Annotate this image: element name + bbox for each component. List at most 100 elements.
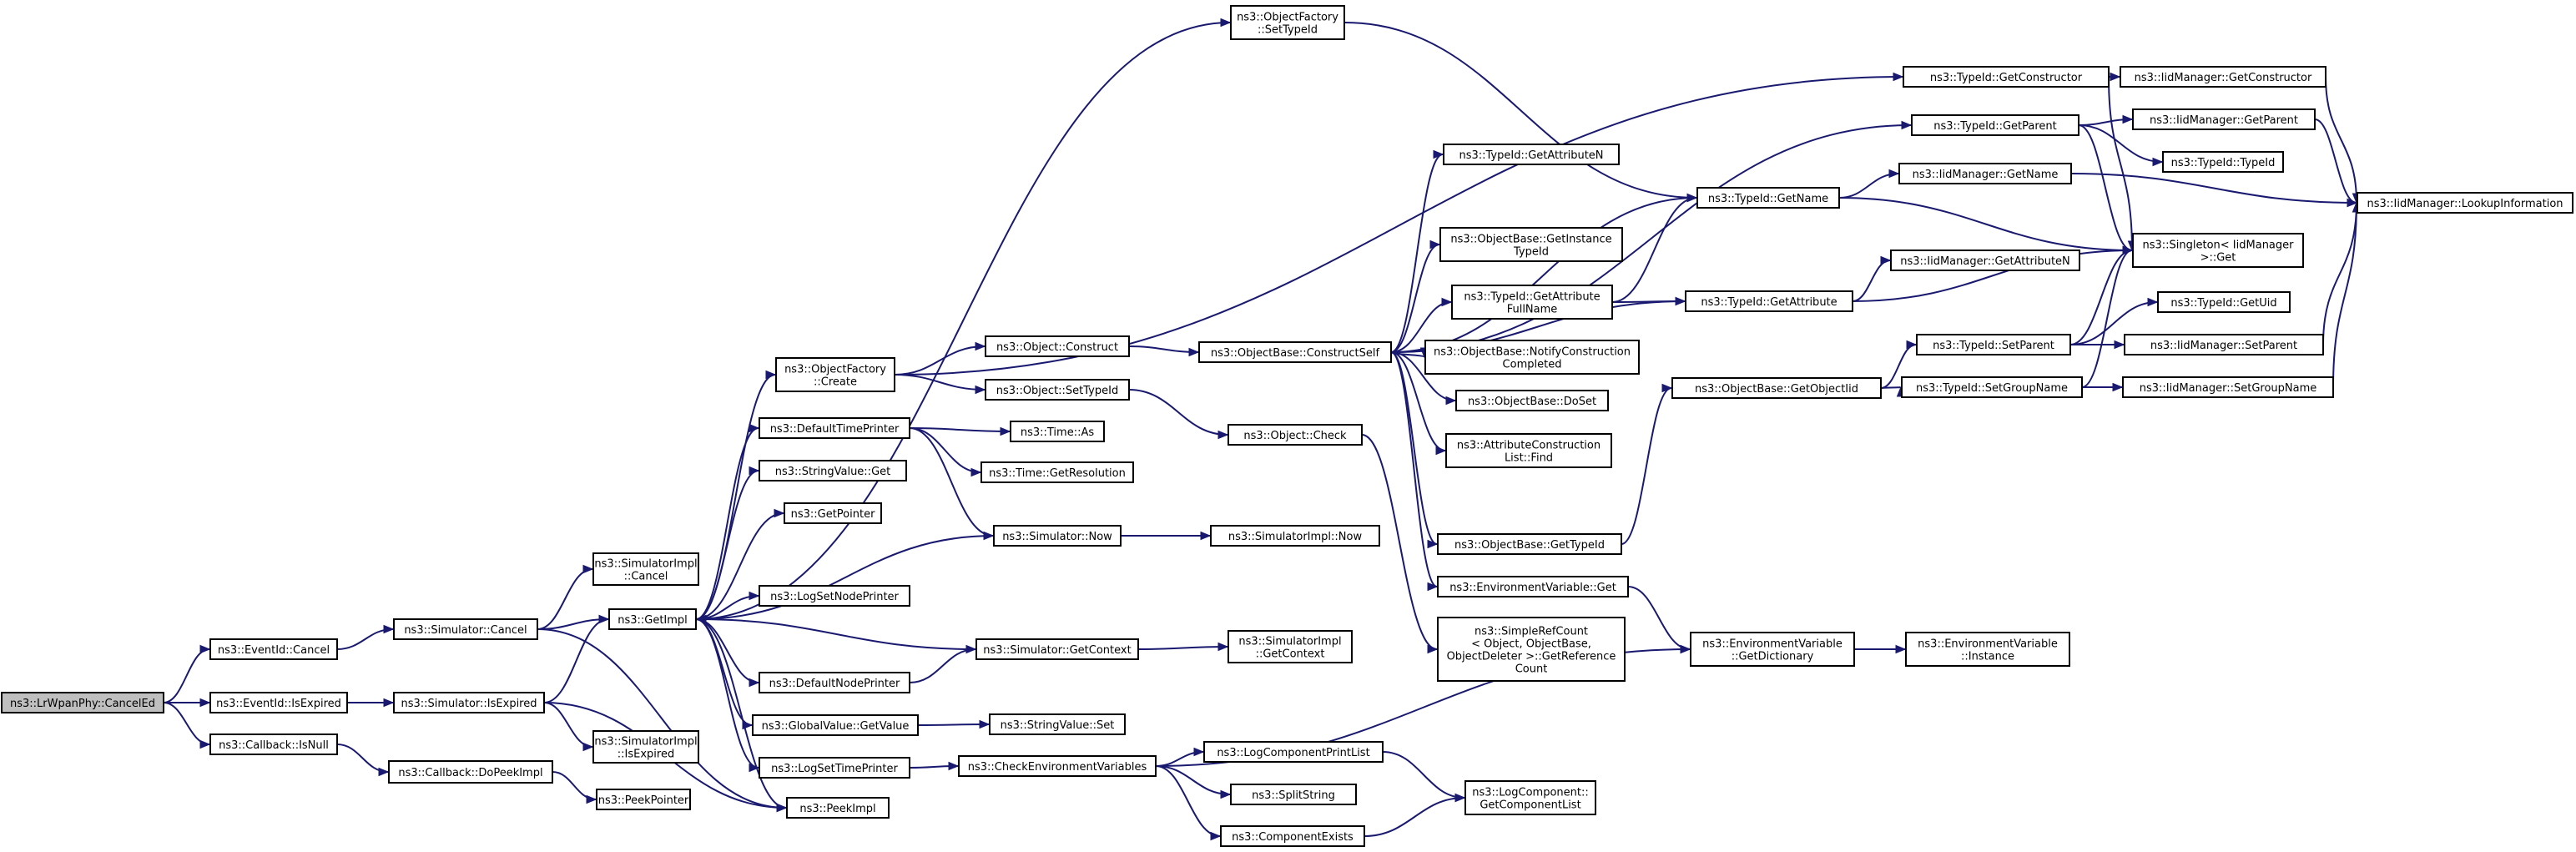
function-node[interactable]: ns3::PeekImpl bbox=[786, 797, 890, 819]
node-label: ns3::TypeId::GetConstructor bbox=[1930, 72, 2083, 84]
node-box bbox=[209, 734, 338, 755]
function-node[interactable]: ns3::ObjectBase::DoSet bbox=[1455, 390, 1609, 411]
arrowhead bbox=[378, 767, 390, 777]
function-node[interactable]: ns3::StringValue::Get bbox=[759, 460, 907, 481]
function-node[interactable]: ns3::EnvironmentVariable::Instance bbox=[1905, 632, 2070, 667]
node-box bbox=[786, 797, 890, 819]
arrowhead bbox=[1441, 297, 1453, 307]
function-node[interactable]: ns3::Callback::DoPeekImpl bbox=[388, 760, 553, 784]
function-node[interactable]: ns3::Callback::IsNull bbox=[209, 734, 338, 755]
function-node[interactable]: ns3::LogComponentPrintList bbox=[1203, 741, 1384, 763]
function-node[interactable]: ns3::SplitString bbox=[1230, 784, 1357, 805]
function-node[interactable]: ns3::StringValue::Set bbox=[989, 713, 1126, 735]
function-node[interactable]: ns3::Simulator::Cancel bbox=[393, 618, 538, 640]
call-edge bbox=[695, 22, 1231, 620]
node-label: ns3::TypeId::GetAttributeN bbox=[1459, 149, 1603, 162]
function-node[interactable]: ns3::CheckEnvironmentVariables bbox=[958, 755, 1157, 777]
function-node[interactable]: ns3::SimulatorImpl::Cancel bbox=[592, 552, 699, 586]
function-node[interactable]: ns3::IidManager::GetAttributeN bbox=[1890, 250, 2080, 271]
function-node[interactable]: ns3::EventId::Cancel bbox=[209, 638, 338, 660]
call-nodes: ns3::LrWpanPhy::CancelEd ns3::EventId::Ca… bbox=[1, 5, 2573, 847]
node-label: ns3::CheckEnvironmentVariables bbox=[968, 761, 1147, 774]
function-node[interactable]: ns3::TypeId::GetConstructor bbox=[1903, 66, 2110, 88]
arrowhead bbox=[1217, 430, 1229, 440]
function-node[interactable]: ns3::Object::Construct bbox=[985, 335, 1130, 357]
function-node[interactable]: ns3::SimpleRefCount< Object, ObjectBase,… bbox=[1437, 617, 1626, 682]
node-box bbox=[759, 585, 910, 607]
function-node[interactable]: ns3::DefaultNodePrinter bbox=[759, 672, 910, 693]
function-node[interactable]: ns3::TypeId::SetParent bbox=[1916, 334, 2071, 355]
arrowhead bbox=[1454, 793, 1466, 803]
function-node[interactable]: ns3::LogComponent::GetComponentList bbox=[1464, 780, 1596, 815]
function-node[interactable]: ns3::TypeId::GetParent bbox=[1911, 114, 2079, 136]
function-node[interactable]: ns3::GetPointer bbox=[784, 502, 882, 524]
call-edge bbox=[336, 744, 389, 773]
node-label: ns3::ComponentExists bbox=[1232, 831, 1354, 844]
root-node-box bbox=[1, 692, 164, 713]
node-box bbox=[209, 638, 338, 660]
arrowhead bbox=[1893, 72, 1904, 82]
function-node[interactable]: ns3::TypeId::GetAttribute bbox=[1685, 290, 1853, 312]
function-node[interactable]: ns3::LrWpanPhy::CancelEd bbox=[1, 692, 164, 713]
node-label: ns3::PeekPointer bbox=[598, 794, 689, 807]
function-node[interactable]: ns3::IidManager::GetName bbox=[1898, 163, 2072, 184]
function-node[interactable]: ns3::GlobalValue::GetValue bbox=[752, 714, 919, 736]
arrowhead bbox=[1433, 149, 1444, 159]
function-node[interactable]: ns3::EventId::IsExpired bbox=[209, 692, 348, 713]
function-node[interactable]: ns3::TypeId::GetUid bbox=[2157, 291, 2291, 313]
function-node[interactable]: ns3::ObjectBase::ConstructSelf bbox=[1198, 341, 1392, 363]
function-node[interactable]: ns3::IidManager::GetParent bbox=[2132, 108, 2316, 130]
function-node[interactable]: ns3::ComponentExists bbox=[1220, 825, 1365, 847]
function-node[interactable]: ns3::ObjectFactory::SetTypeId bbox=[1230, 5, 1345, 40]
arrowhead bbox=[970, 467, 982, 477]
function-node[interactable]: ns3::IidManager::GetConstructor bbox=[2120, 66, 2326, 88]
arrowhead bbox=[1188, 347, 1200, 357]
node-label: ns3::IidManager::GetParent bbox=[2150, 114, 2298, 127]
call-edge bbox=[2108, 76, 2133, 251]
arrowhead bbox=[1906, 340, 1918, 350]
function-node[interactable]: ns3::ObjectBase::GetTypeId bbox=[1437, 533, 1622, 555]
function-node[interactable]: ns3::EnvironmentVariable::GetDictionary bbox=[1690, 632, 1855, 667]
function-node[interactable]: ns3::Object::Check bbox=[1228, 424, 1363, 446]
function-node[interactable]: ns3::TypeId::GetAttributeN bbox=[1443, 144, 1620, 165]
call-edge bbox=[894, 374, 986, 391]
function-node[interactable]: ns3::PeekPointer bbox=[596, 789, 691, 810]
node-box bbox=[759, 417, 910, 439]
function-node[interactable]: ns3::SimulatorImpl::IsExpired bbox=[592, 730, 699, 764]
function-node[interactable]: ns3::Time::As bbox=[1010, 421, 1105, 442]
arrowhead bbox=[1210, 831, 1222, 841]
function-node[interactable]: ns3::ObjectBase::NotifyConstructionCompl… bbox=[1424, 340, 1640, 375]
function-node[interactable]: ns3::TypeId::TypeId bbox=[2162, 151, 2284, 173]
function-node[interactable]: ns3::LogSetTimePrinter bbox=[759, 757, 910, 779]
function-node[interactable]: ns3::IidManager::SetParent bbox=[2124, 334, 2324, 355]
function-node[interactable]: ns3::TypeId::GetName bbox=[1696, 187, 1840, 209]
function-node[interactable]: ns3::ObjectBase::GetObjectIid bbox=[1671, 377, 1882, 399]
node-box bbox=[1445, 433, 1612, 468]
function-node[interactable]: ns3::Simulator::GetContext bbox=[975, 638, 1139, 660]
function-node[interactable]: ns3::SimulatorImpl::GetContext bbox=[1228, 630, 1353, 663]
function-node[interactable]: ns3::IidManager::SetGroupName bbox=[2122, 376, 2334, 398]
function-node[interactable]: ns3::Singleton< IidManager>::Get bbox=[2132, 233, 2304, 268]
node-label: ns3::EnvironmentVariable bbox=[1702, 638, 1843, 651]
function-node[interactable]: ns3::Simulator::IsExpired bbox=[393, 692, 545, 713]
function-node[interactable]: ns3::LogSetNodePrinter bbox=[759, 585, 910, 607]
function-node[interactable]: ns3::EnvironmentVariable::Get bbox=[1437, 576, 1629, 597]
function-node[interactable]: ns3::DefaultTimePrinter bbox=[759, 417, 910, 439]
function-node[interactable]: ns3::Object::SetTypeId bbox=[985, 379, 1130, 401]
function-node[interactable]: ns3::GetImpl bbox=[608, 608, 697, 630]
function-node[interactable]: ns3::ObjectFactory::Create bbox=[775, 357, 895, 392]
node-box bbox=[1439, 227, 1623, 262]
node-label: ::Instance bbox=[1961, 651, 2014, 663]
function-node[interactable]: ns3::Simulator::Now bbox=[993, 525, 1122, 547]
call-edge bbox=[163, 648, 210, 703]
node-label: ns3::ObjectBase::GetInstance bbox=[1450, 234, 1611, 246]
function-node[interactable]: ns3::Time::GetResolution bbox=[980, 461, 1134, 483]
call-edge bbox=[695, 618, 759, 683]
node-label: ::IsExpired bbox=[618, 749, 674, 761]
function-node[interactable]: ns3::TypeId::SetGroupName bbox=[1901, 376, 2083, 398]
function-node[interactable]: ns3::IidManager::LookupInformation bbox=[2357, 192, 2573, 214]
function-node[interactable]: ns3::SimulatorImpl::Now bbox=[1210, 525, 1380, 547]
